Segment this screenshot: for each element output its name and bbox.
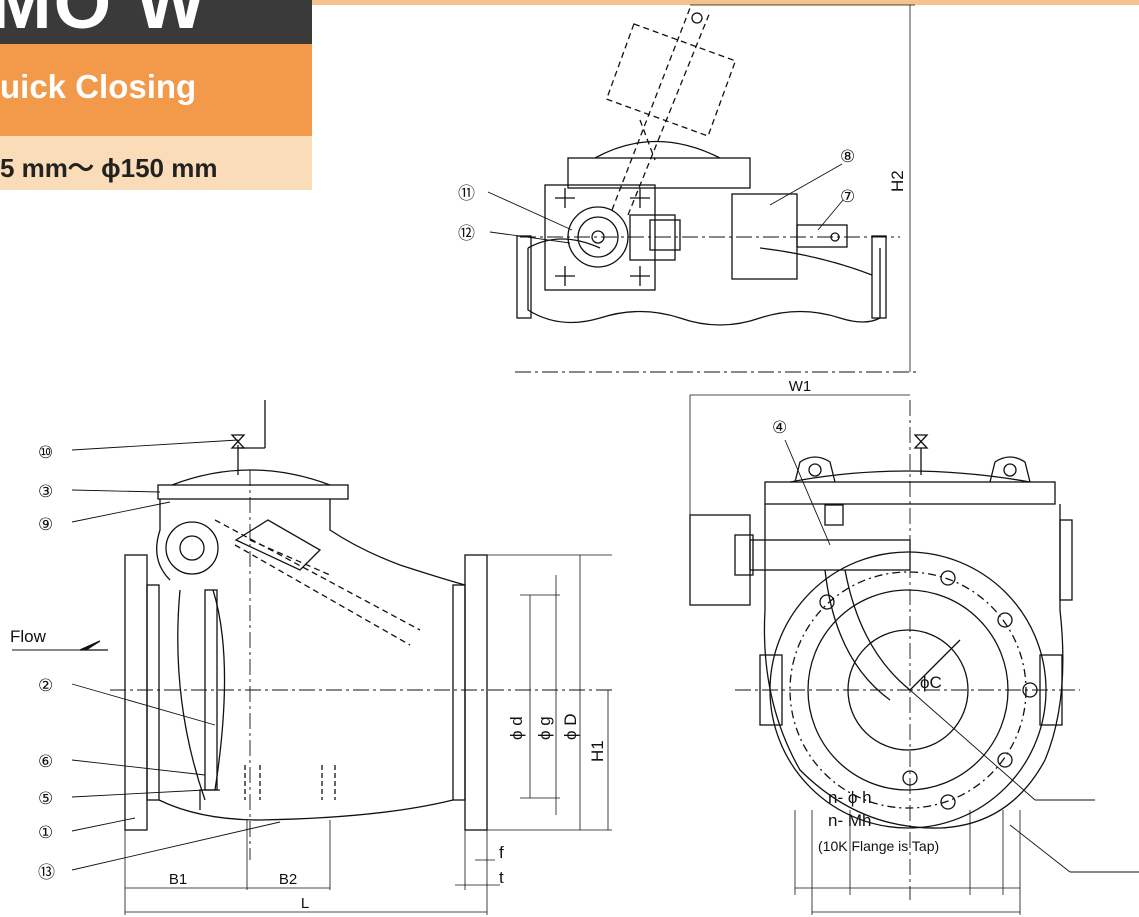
side-view <box>12 400 615 915</box>
dim-h1: H1 <box>588 740 607 762</box>
header-size-range-bar: 5 mm〜 ϕ150 mm <box>0 136 312 190</box>
callout-2: ② <box>38 676 53 695</box>
dim-h2: H2 <box>888 170 907 192</box>
dim-phi-g: ϕ g <box>535 716 554 740</box>
dim-b1: B1 <box>169 871 187 888</box>
callout-11: ⑪ <box>458 184 475 203</box>
dim-w1: W1 <box>789 378 812 395</box>
callout-3: ③ <box>38 482 53 501</box>
dim-n-phi-h: n- ϕ h <box>828 788 872 807</box>
product-subtitle: uick Closing <box>0 68 197 105</box>
dim-n-mh: n- Mh <box>828 811 871 830</box>
callout-8: ⑧ <box>840 147 855 166</box>
dim-f: f <box>499 843 504 862</box>
callout-9: ⑨ <box>38 515 53 534</box>
product-title: MO W <box>0 0 208 44</box>
size-range: 5 mm〜 ϕ150 mm <box>0 153 218 183</box>
flow-label: Flow <box>10 627 47 646</box>
callout-12: ⑫ <box>458 224 475 243</box>
dimension-labels: Flow B1 B2 L f t W1 H2 H1 ϕ d ϕ g ϕ D ϕC… <box>10 170 942 912</box>
callout-10: ⑩ <box>38 443 53 462</box>
callout-4: ④ <box>772 418 787 437</box>
callout-1: ① <box>38 823 53 842</box>
callouts: ⑪ ⑫ ⑧ ⑦ ⑩ ③ ⑨ ② ⑥ ⑤ ① ⑬ ④ <box>38 147 855 882</box>
callout-7: ⑦ <box>840 187 855 206</box>
top-view <box>487 4 920 373</box>
header-subtitle-bar: uick Closing <box>0 44 312 136</box>
top-accent-line <box>312 0 1139 5</box>
front-view <box>689 394 1139 915</box>
dim-phi-d: ϕ d <box>507 716 526 740</box>
dim-phi-D: ϕ D <box>561 713 580 740</box>
callout-6: ⑥ <box>38 752 53 771</box>
callout-5: ⑤ <box>38 789 53 808</box>
dim-b2: B2 <box>279 871 297 888</box>
callout-13: ⑬ <box>38 863 55 882</box>
dim-t: t <box>499 868 504 887</box>
dim-l: L <box>301 895 309 912</box>
dim-phi-c: ϕC <box>920 673 942 692</box>
tap-note: (10K Flange is Tap) <box>818 838 939 854</box>
